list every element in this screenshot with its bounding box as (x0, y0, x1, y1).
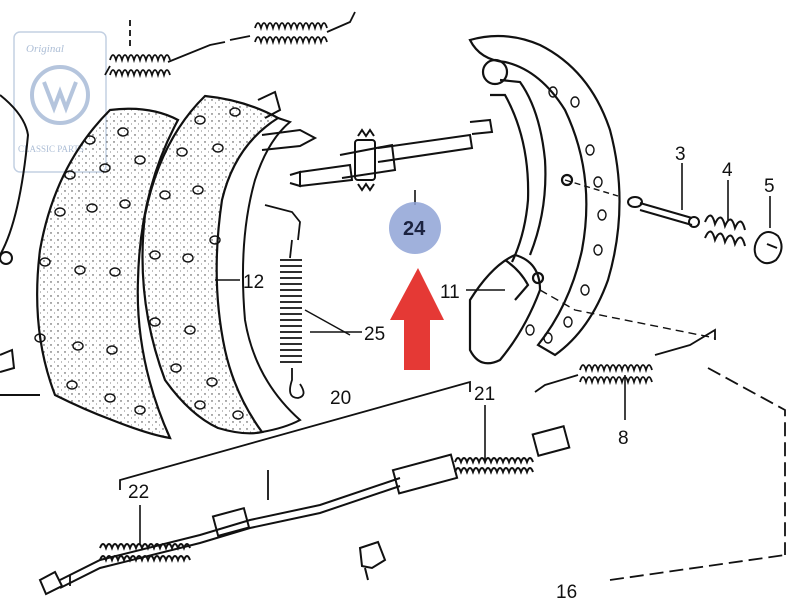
label-part-20: 20 (330, 388, 351, 409)
label-part-22: 22 (128, 482, 149, 503)
shoe-top-bracket (257, 90, 318, 151)
highlight-marker[interactable]: 24 (389, 190, 441, 254)
brake-shoe-lining-middle (141, 94, 302, 435)
watermark-logo: Original CLASSIC PARTS (13, 31, 107, 173)
label-part-21: 21 (474, 384, 495, 405)
left-edge-shoe (0, 94, 40, 396)
leader-lines (139, 163, 771, 545)
logo-text-top: Original (26, 43, 64, 55)
label-part-3: 3 (675, 144, 686, 165)
hold-down-hardware (564, 179, 783, 265)
label-part-4: 4 (722, 160, 733, 181)
spring-cap-icon (753, 231, 783, 265)
group-brackets (69, 367, 786, 586)
return-spring-25 (264, 204, 351, 399)
label-part-8: 8 (618, 428, 629, 449)
top-springs (104, 11, 356, 79)
label-part-25: 25 (364, 324, 385, 345)
brake-shoe-right-11 (468, 34, 621, 365)
label-part-5: 5 (764, 176, 775, 197)
handbrake-cable (38, 425, 571, 596)
label-part-16: 16 (556, 582, 577, 600)
vw-emblem-icon (42, 81, 78, 114)
highlight-circle[interactable] (389, 202, 441, 254)
red-arrow-icon (390, 268, 444, 370)
part-labels: 3 4 5 8 11 12 16 20 21 22 25 (128, 144, 775, 600)
label-part-12: 12 (243, 272, 264, 293)
spring-8 (534, 289, 716, 393)
adjuster-assembly-24 (289, 118, 494, 192)
brake-shoe-lining-left (34, 107, 180, 440)
logo-text-bottom: CLASSIC PARTS (18, 144, 84, 154)
label-part-11: 11 (440, 282, 460, 303)
label-part-24[interactable]: 24 (403, 218, 426, 240)
